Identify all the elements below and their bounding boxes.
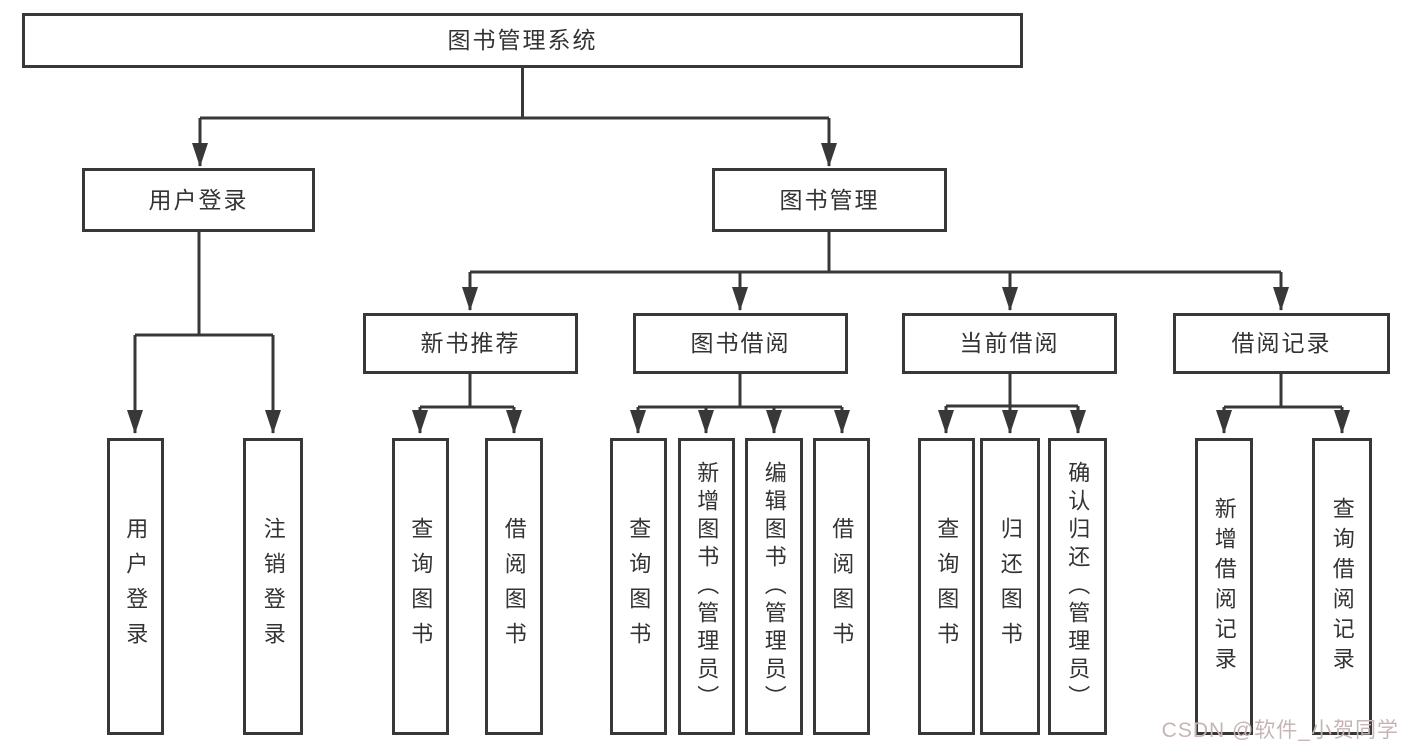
node-label: 新书推荐	[420, 330, 521, 357]
leaf-confirm-return-admin: 确认归还（管理员）	[1048, 438, 1107, 735]
node-label: 图书管理	[779, 186, 880, 213]
node-label: 图书借阅	[690, 330, 791, 357]
leaf-add-borrowing-record: 新增借阅记录	[1195, 438, 1253, 735]
node-label: 新增图书（管理员）	[694, 460, 720, 713]
node-book-borrowing: 图书借阅	[633, 313, 848, 374]
leaf-edit-books-admin: 编辑图书（管理员）	[745, 438, 803, 735]
node-label: 查询图书	[408, 516, 434, 657]
connector-trunks	[135, 68, 1342, 409]
node-label: 查询图书	[626, 516, 652, 657]
node-borrowing-records: 借阅记录	[1173, 313, 1390, 374]
node-book-management-module: 图书管理	[712, 168, 947, 232]
leaf-user-login: 用户登录	[107, 438, 164, 735]
leaf-add-books-admin: 新增图书（管理员）	[678, 438, 735, 735]
node-label: 查询图书	[934, 516, 960, 657]
node-user-login-module: 用户登录	[82, 168, 315, 232]
leaf-query-borrowing-record: 查询借阅记录	[1312, 438, 1372, 735]
node-label: 确认归还（管理员）	[1065, 460, 1091, 713]
node-label: 用户登录	[148, 186, 249, 213]
node-label: 新增借阅记录	[1211, 496, 1237, 677]
node-new-book-recommendation: 新书推荐	[363, 313, 578, 374]
csdn-watermark: CSDN @软件_小贺同学	[1161, 719, 1399, 742]
node-label: 注销登录	[260, 516, 286, 657]
leaf-borrow-books-recommend: 借阅图书	[485, 438, 543, 735]
node-label: 图书管理系统	[447, 27, 598, 54]
leaf-query-books-recommend: 查询图书	[392, 438, 449, 735]
leaf-query-books-borrowing: 查询图书	[610, 438, 667, 735]
node-label: 当前借阅	[959, 330, 1060, 357]
node-label: 借阅图书	[501, 516, 527, 657]
leaf-logout: 注销登录	[243, 438, 303, 735]
node-label: 查询借阅记录	[1329, 496, 1355, 677]
leaf-return-books: 归还图书	[980, 438, 1040, 735]
node-library-management-system: 图书管理系统	[22, 13, 1023, 68]
node-label: 借阅图书	[829, 516, 855, 657]
leaf-borrow-books: 借阅图书	[813, 438, 870, 735]
leaf-query-books-current: 查询图书	[918, 438, 975, 735]
node-label: 编辑图书（管理员）	[761, 460, 787, 713]
node-label: 用户登录	[123, 516, 149, 657]
node-current-borrowing: 当前借阅	[902, 313, 1117, 374]
node-label: 借阅记录	[1231, 330, 1332, 357]
node-label: 归还图书	[997, 516, 1023, 657]
